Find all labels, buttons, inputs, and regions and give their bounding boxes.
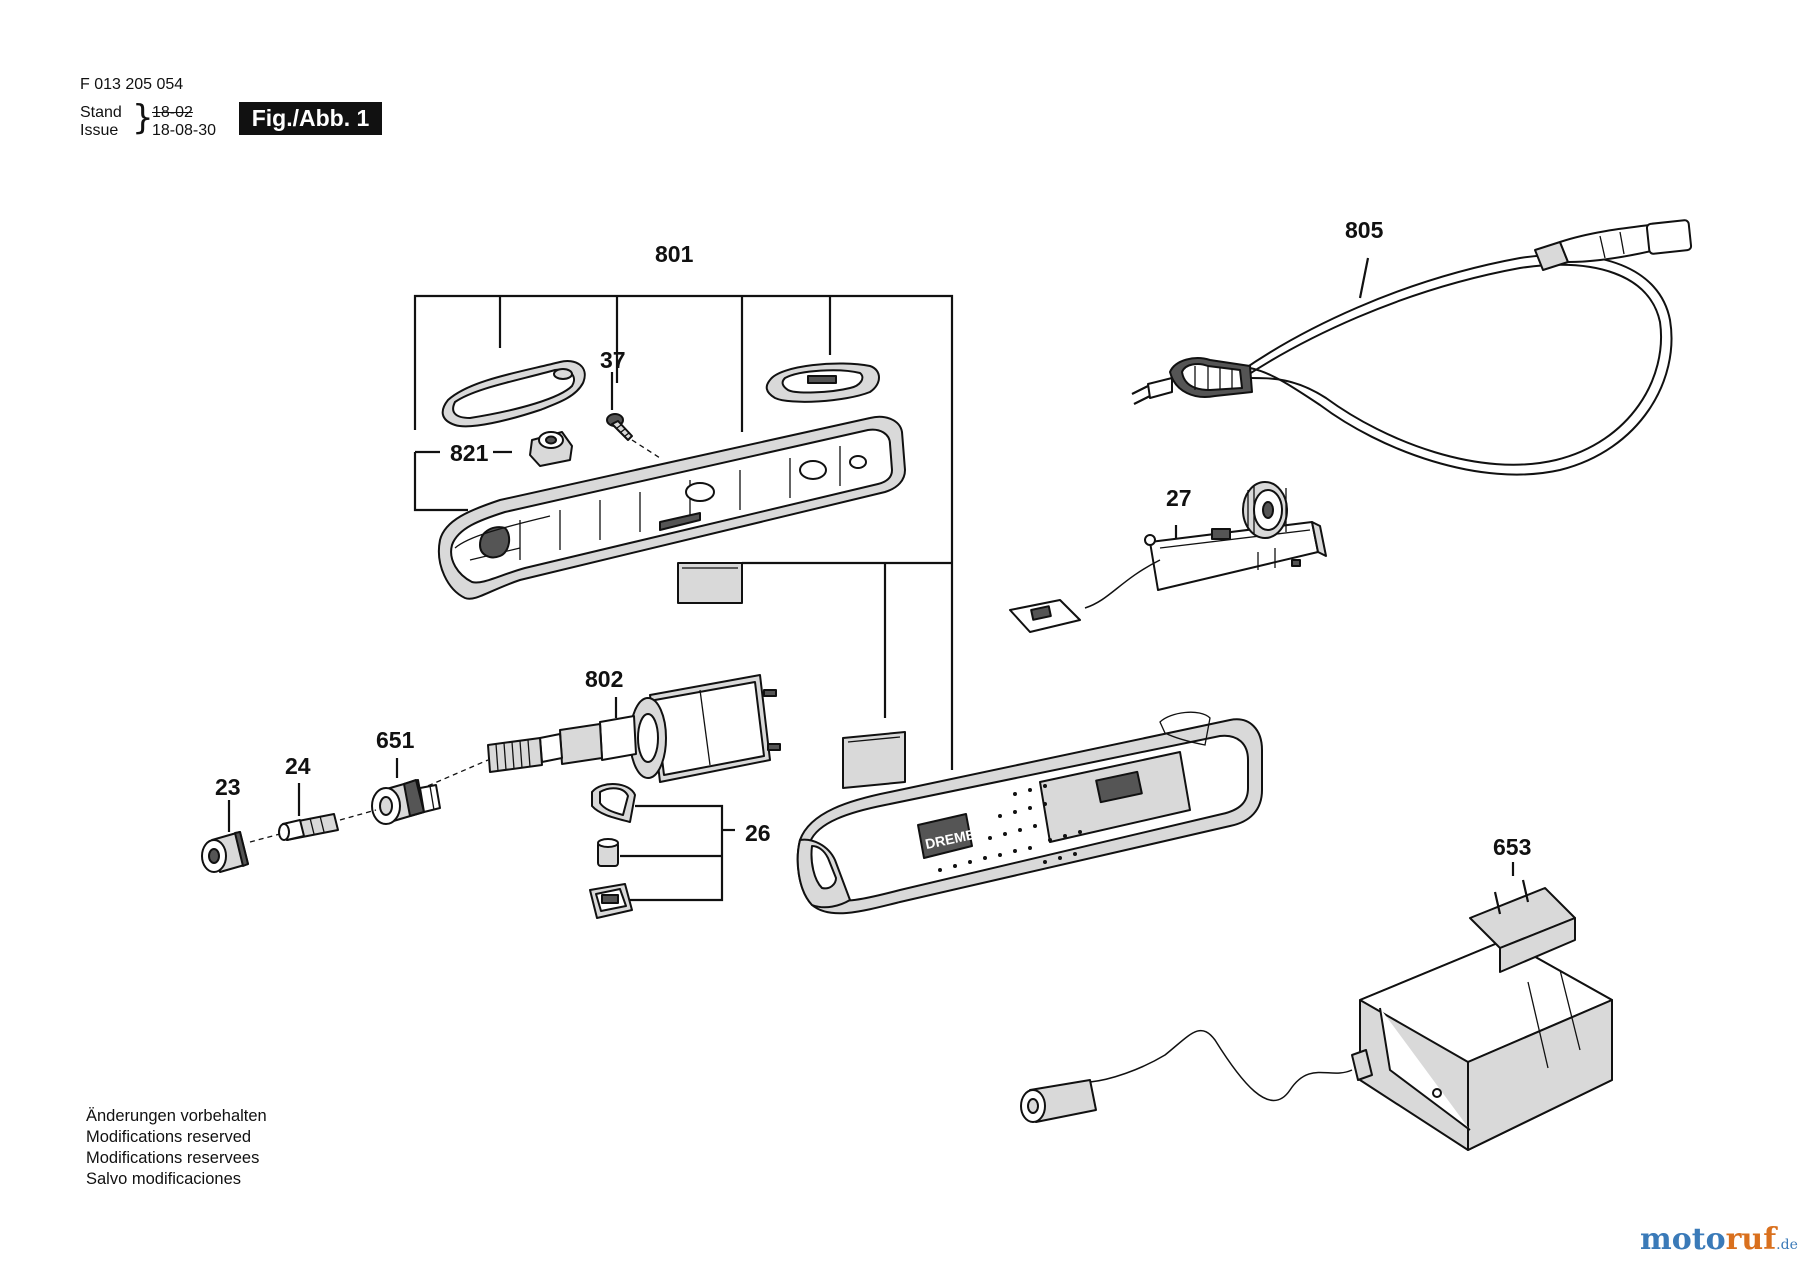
- callout-801: 801: [655, 241, 694, 267]
- callout-27: 27: [1166, 485, 1192, 511]
- motor-part: [394, 674, 781, 801]
- bearing-holder-part: [529, 431, 573, 467]
- collet-nut-part: [339, 779, 441, 825]
- callout-24: 24: [285, 753, 311, 779]
- button-pad-part: [441, 360, 586, 428]
- collet-part: [249, 813, 339, 843]
- callout-651: 651: [376, 727, 415, 753]
- callout-37: 37: [600, 347, 626, 373]
- callout-lines-26: [620, 804, 735, 902]
- stand-label: Stand: [80, 104, 122, 121]
- stand-value: 18-02: [152, 104, 193, 121]
- callout-lines-801: [413, 294, 954, 770]
- foam-pad-lower-part: [842, 731, 906, 789]
- callout-821: 821: [450, 440, 489, 466]
- switch-cover-part: [765, 362, 880, 403]
- figure-label: Fig./Abb. 1: [239, 102, 382, 135]
- watermark-logo: motoruf.de: [1640, 1222, 1798, 1257]
- note-line: Modifications reservees: [86, 1149, 260, 1167]
- brace-glyph: }: [132, 98, 154, 138]
- small-leaders: [227, 257, 1515, 876]
- screw-part: [606, 413, 661, 459]
- housing-shell-part: [437, 415, 906, 600]
- note-line: Modifications reserved: [86, 1128, 252, 1146]
- note-line: Salvo modificaciones: [86, 1170, 241, 1188]
- motor-support-parts: [589, 783, 636, 919]
- issue-value: 18-08-30: [152, 122, 217, 139]
- callout-26: 26: [745, 820, 771, 846]
- callout-805: 805: [1345, 217, 1384, 243]
- assembled-tool-housing: DREMEL: [796, 711, 1263, 915]
- charger-part: [1020, 879, 1613, 1151]
- nut-part: [201, 831, 249, 873]
- switch-board-part: [1009, 481, 1327, 633]
- foam-pad-upper-part: [677, 562, 743, 604]
- note-line: Änderungen vorbehalten: [86, 1107, 267, 1125]
- issue-label: Issue: [80, 122, 119, 139]
- notes-block: Änderungen vorbehalten Modifications res…: [86, 1106, 267, 1190]
- power-cable-part: [1131, 219, 1693, 476]
- callout-23: 23: [215, 774, 241, 800]
- callout-653: 653: [1493, 834, 1531, 860]
- callout-802: 802: [585, 666, 623, 692]
- doc-number: F 013 205 054: [80, 76, 184, 93]
